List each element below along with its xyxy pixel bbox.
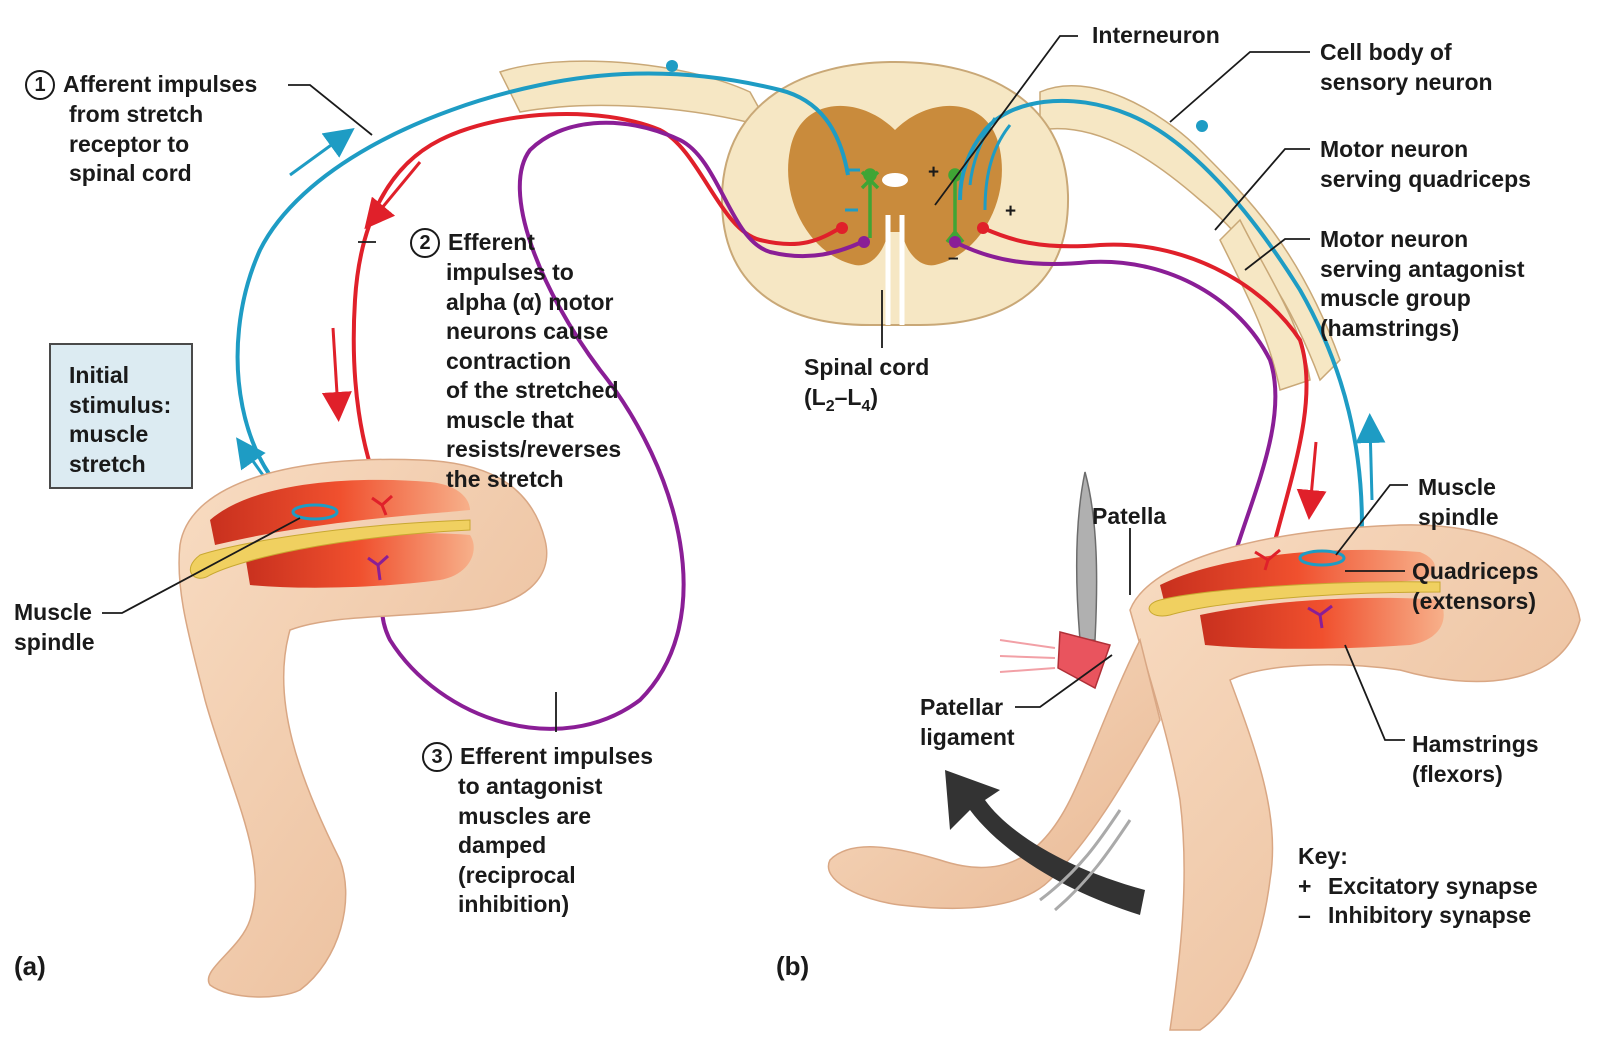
- leader-lines: [102, 35, 1408, 741]
- step-1-number: 1: [25, 70, 55, 100]
- leg-b: [827, 524, 1581, 1031]
- step-2-number: 2: [410, 228, 440, 258]
- quadriceps-label: Quadriceps (extensors): [1412, 558, 1539, 614]
- panel-label-a: (a): [14, 951, 46, 981]
- spinal-cord-label: Spinal cord (L2–L4): [804, 354, 930, 415]
- arrow-afferent-up-3: [1355, 413, 1386, 501]
- afferent-fiber-a: [235, 71, 850, 517]
- central-canal: [882, 173, 908, 187]
- key-legend: Key: +Excitatory synapse –Inhibitory syn…: [1298, 842, 1538, 931]
- key-item-inhibitory: –Inhibitory synapse: [1298, 902, 1532, 928]
- arrow-afferent-up-1: [289, 127, 355, 177]
- arrow-efferent-down-2: [321, 327, 352, 422]
- hamstrings-label: Hamstrings (flexors): [1412, 731, 1539, 787]
- muscle-spindle-a-label: Muscle spindle: [14, 599, 95, 655]
- interneuron-label: Interneuron: [1092, 22, 1220, 48]
- spinal-nerve-left: [498, 60, 772, 130]
- muscle-spindle-b-label: Muscle spindle: [1418, 474, 1499, 530]
- key-item-excitatory: +Excitatory synapse: [1298, 872, 1538, 899]
- efferent-antagonist-fiber-a: [380, 120, 863, 731]
- panel-label-b: (b): [776, 951, 810, 981]
- patella-label: Patella: [1092, 503, 1167, 529]
- interneuron-right: [945, 168, 965, 244]
- step-3-number: 3: [422, 742, 452, 772]
- muscle-spindle-a: [291, 503, 339, 521]
- muscle-spindle-b: [1298, 549, 1346, 567]
- spinal-nerve-right: [1039, 85, 1341, 391]
- key-title: Key:: [1298, 843, 1348, 869]
- arrow-efferent-down-3: [1296, 441, 1327, 520]
- motor-neuron-antagonist-label: Motor neuron serving antagonist muscle g…: [1320, 226, 1525, 341]
- femur-a: [189, 519, 471, 579]
- synapse-minus: –: [948, 248, 959, 269]
- patellar-ligament-label: Patellar ligament: [920, 694, 1015, 750]
- initial-stimulus-text: Initial stimulus: muscle stretch: [69, 362, 172, 477]
- quadriceps-a: [210, 479, 470, 545]
- femur-b: [1148, 581, 1441, 617]
- spinal-cord-cross-section: [720, 60, 1070, 326]
- initial-stimulus-box: Initial stimulus: muscle stretch: [49, 343, 193, 489]
- efferent-alpha-fiber-a: [351, 111, 842, 506]
- motor-neuron-quadriceps-label: Motor neuron serving quadriceps: [1320, 136, 1531, 192]
- sensory-cell-body-b: [1196, 120, 1208, 132]
- synapse-plus-left: +: [928, 162, 940, 183]
- afferent-fiber-b: [958, 98, 1364, 571]
- arrow-efferent-down-1: [364, 161, 422, 230]
- leg-a: [178, 458, 548, 998]
- leg-movement-arrow: [945, 770, 1145, 915]
- synapse-plus-right: +: [1005, 201, 1017, 222]
- arrow-afferent-up-2: [236, 437, 267, 479]
- reflex-hammer: [999, 471, 1111, 690]
- sensory-cell-body-a: [666, 60, 678, 72]
- interneuron-left: [860, 168, 880, 238]
- cell-body-label: Cell body of sensory neuron: [1320, 39, 1493, 95]
- efferent-alpha-fiber-b: [982, 226, 1309, 561]
